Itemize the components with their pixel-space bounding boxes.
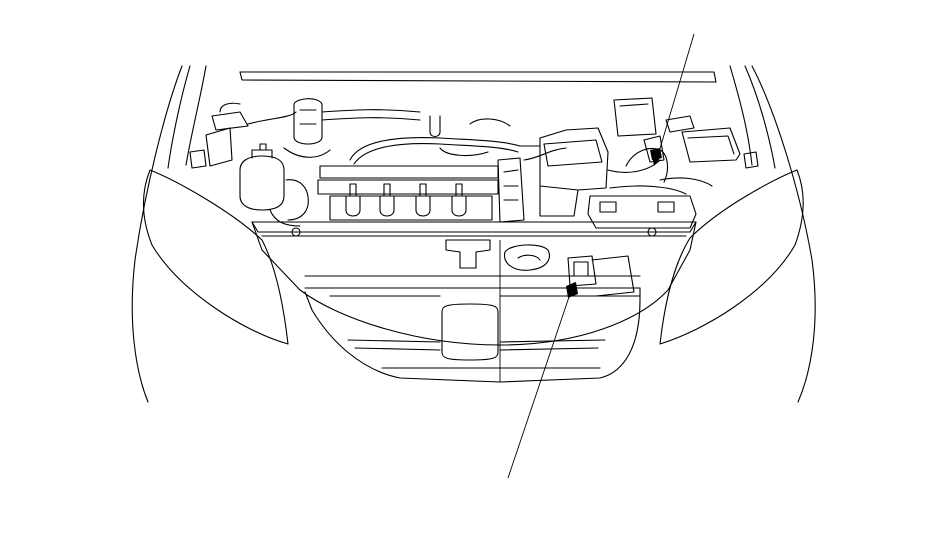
washer-reservoir — [613, 97, 657, 137]
coolant-reservoir — [239, 143, 309, 221]
valve-cover-pipes — [349, 115, 521, 165]
ignition-coils — [345, 183, 467, 217]
hood-rear-edge — [239, 71, 717, 83]
brake-master-cylinder — [293, 98, 323, 145]
fuse-box — [681, 127, 741, 163]
front-bumper — [251, 221, 697, 383]
callout-leader-upper-right — [652, 33, 695, 166]
left-firewall-bracket — [189, 102, 249, 169]
front-center-connector — [566, 255, 635, 298]
left-fender — [131, 65, 207, 403]
left-headlight — [143, 169, 289, 345]
right-fender — [729, 65, 816, 403]
intake-manifold — [317, 165, 499, 221]
hose-lines-right — [519, 145, 713, 187]
air-intake-duct — [497, 157, 525, 223]
grille-emblem — [441, 303, 499, 361]
hood-latch-cutout — [445, 239, 491, 269]
hose-lines-left — [247, 109, 421, 227]
battery — [587, 185, 697, 229]
air-cleaner-box — [539, 127, 609, 217]
callout-leader-front-center — [507, 282, 576, 479]
radiator-cap-opening — [503, 244, 550, 271]
right-headlight — [659, 169, 804, 345]
radiator-support — [251, 221, 697, 237]
